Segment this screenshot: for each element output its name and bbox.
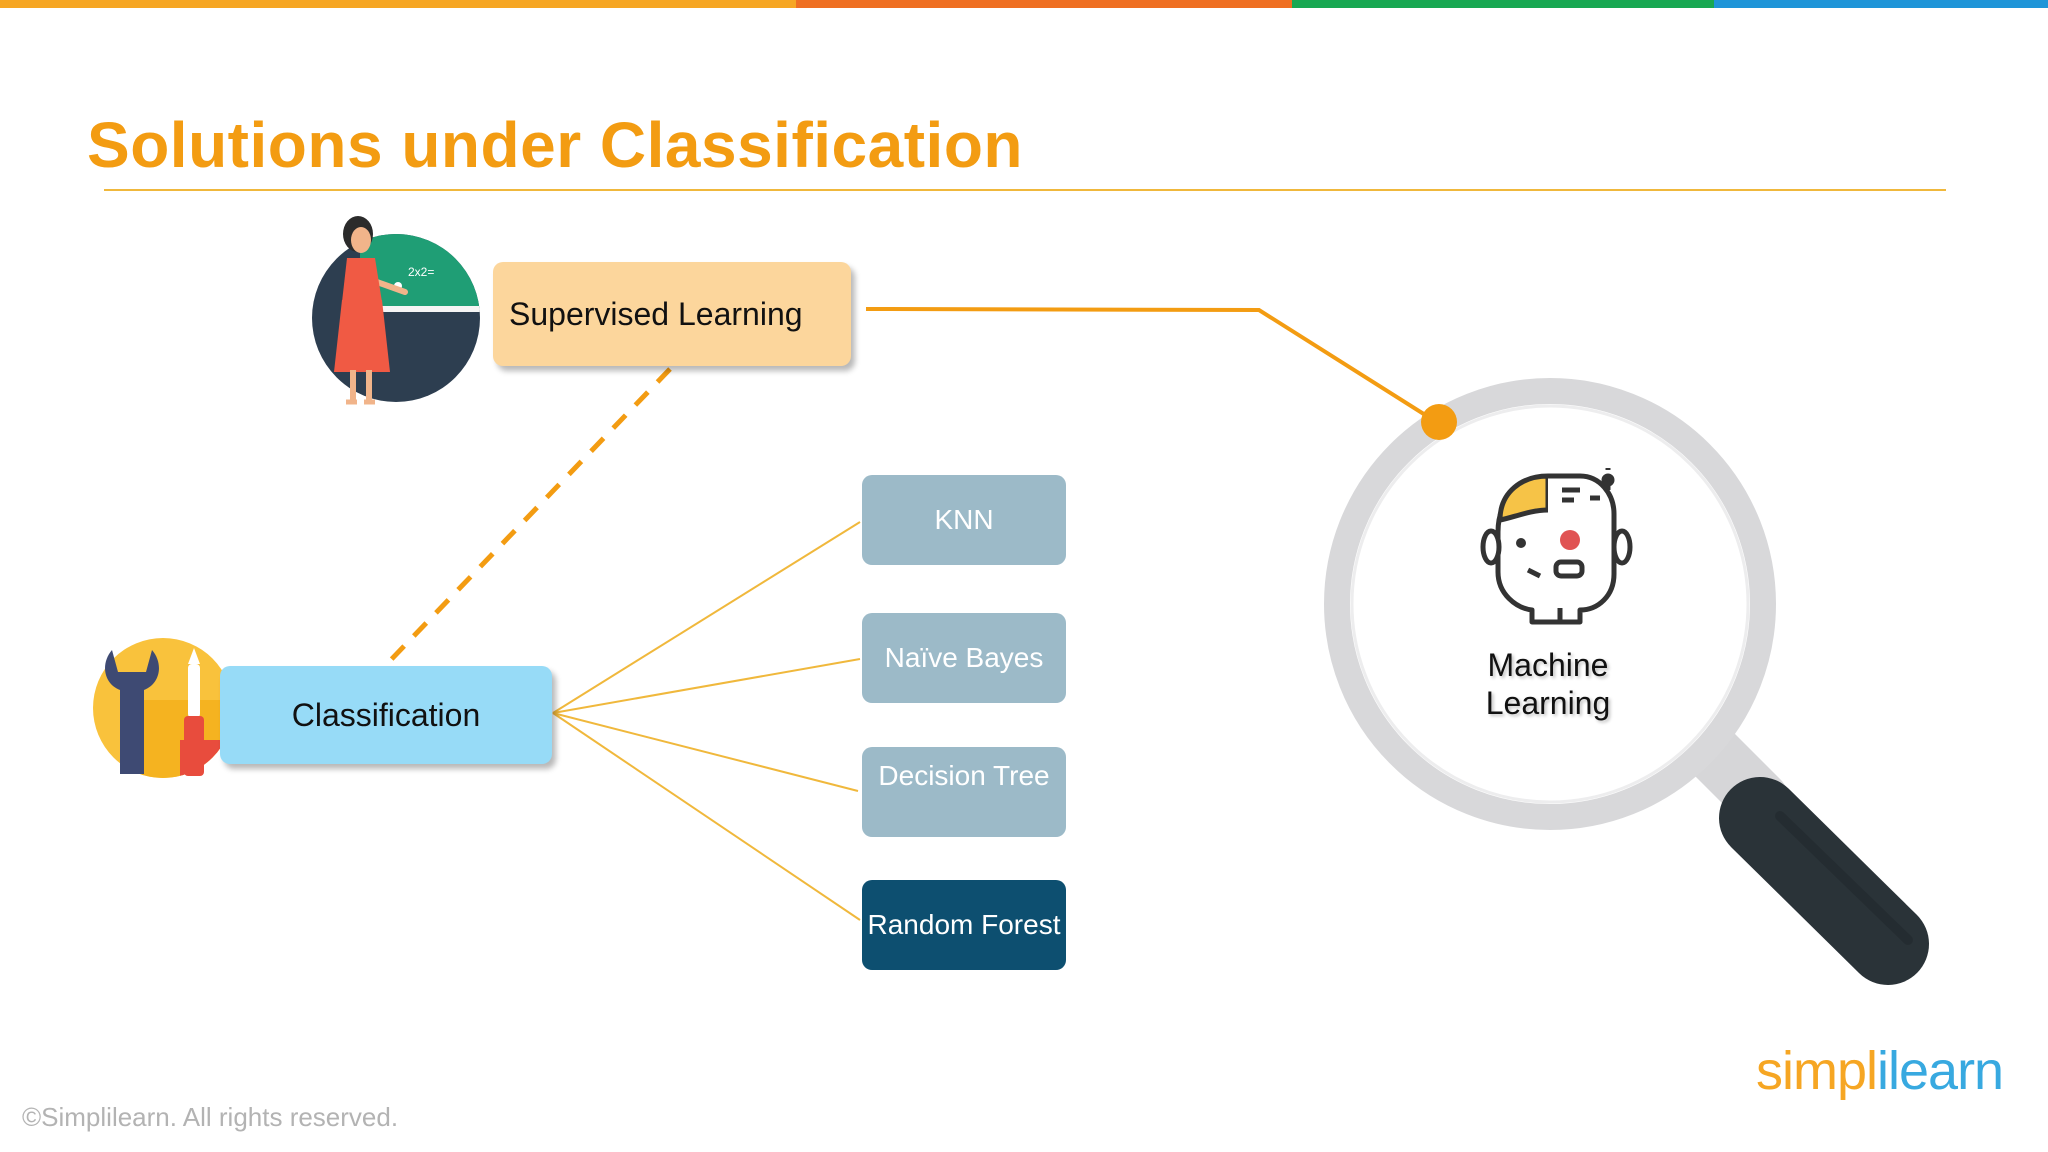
connectors-classification-to-algorithms [552, 521, 861, 921]
algorithm-random-forest-box: Random Forest [862, 880, 1066, 970]
top-bar-segment-green [1292, 0, 1714, 8]
connector-to-knn [552, 521, 861, 714]
classification-box: Classification [220, 666, 552, 764]
algorithm-naive-bayes-box: Naïve Bayes [862, 613, 1066, 703]
algorithm-knn-box: KNN [862, 475, 1066, 565]
title-underline [104, 189, 1946, 191]
logo-part-learn: learn [1888, 1041, 2004, 1101]
connector-to-random-forest [552, 712, 861, 921]
top-bar-segment-orange [0, 0, 796, 8]
machine-learning-label: Machine Learning [1485, 647, 1611, 721]
top-color-bar [0, 0, 2048, 8]
connector-to-naive-bayes [552, 658, 861, 714]
robot-human-face-icon [1480, 468, 1633, 625]
logo-part-simpl: simpl [1756, 1041, 1878, 1101]
teacher-icon: 2x2= [312, 216, 480, 405]
slide-title: Solutions under Classification [87, 109, 1023, 181]
tools-icon [93, 638, 233, 778]
supervised-learning-box: Supervised Learning [493, 262, 851, 366]
simplilearn-logo: simplilearn [1756, 1040, 2004, 1102]
top-bar-segment-red [796, 0, 1292, 8]
connector-supervised-to-classification [383, 367, 672, 668]
top-bar-segment-blue [1714, 0, 2048, 8]
connector-supervised-to-ml [865, 307, 1440, 425]
logo-part-i: i [1877, 1041, 1889, 1101]
copyright-text: ©Simplilearn. All rights reserved. [22, 1102, 399, 1132]
connector-to-decision-tree [552, 712, 859, 792]
algorithm-decision-tree-box: Decision Tree [862, 747, 1066, 837]
svg-text:2x2=: 2x2= [408, 265, 434, 279]
connector-endpoint-dot [1421, 404, 1457, 440]
